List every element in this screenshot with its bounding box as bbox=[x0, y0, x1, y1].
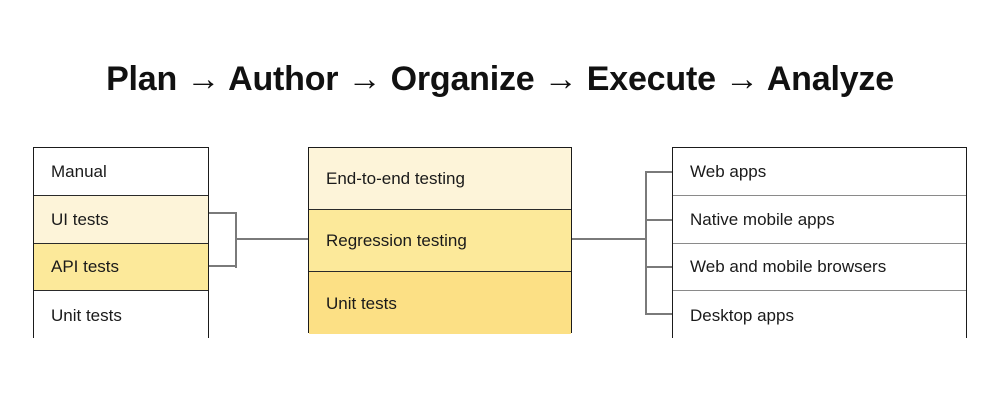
list-item[interactable]: End-to-end testing bbox=[309, 148, 571, 210]
list-item[interactable]: Unit tests bbox=[309, 272, 571, 334]
list-item[interactable]: Web apps bbox=[673, 148, 966, 196]
cell-label: Native mobile apps bbox=[690, 209, 835, 229]
cell-label: UI tests bbox=[51, 209, 109, 229]
list-item[interactable]: Unit tests bbox=[34, 291, 208, 339]
list-item[interactable]: Web and mobile browsers bbox=[673, 243, 966, 292]
connector-stub-ui-tests bbox=[209, 212, 237, 215]
cell-label: Web and mobile browsers bbox=[690, 257, 887, 277]
page-title: Plan → Author → Organize → Execute → Ana… bbox=[106, 60, 894, 98]
application-targets-stack: Web apps Native mobile apps Web and mobi… bbox=[672, 147, 967, 339]
connector-run-middle-to-right bbox=[572, 238, 647, 241]
connector-stub-api-tests bbox=[209, 265, 237, 268]
connector-stub-desktop-apps bbox=[645, 313, 673, 316]
cell-label: Regression testing bbox=[326, 231, 467, 250]
cell-label: Manual bbox=[51, 161, 107, 181]
connector-stub-web-and-mobile-browsers bbox=[645, 266, 673, 269]
test-levels-stack: End-to-end testing Regression testing Un… bbox=[308, 147, 572, 334]
cell-label: Unit tests bbox=[326, 293, 397, 313]
list-item[interactable]: Regression testing bbox=[309, 210, 571, 272]
list-item[interactable]: UI tests bbox=[34, 195, 208, 244]
cell-label: Web apps bbox=[690, 161, 767, 181]
list-item[interactable]: Desktop apps bbox=[673, 291, 966, 339]
cell-label: End-to-end testing bbox=[326, 169, 465, 188]
list-item[interactable]: Native mobile apps bbox=[673, 195, 966, 244]
list-item[interactable]: API tests bbox=[34, 243, 208, 292]
connector-stub-web-apps bbox=[645, 171, 673, 174]
connector-run-left-to-middle bbox=[235, 238, 309, 241]
test-types-stack: Manual UI tests API tests Unit tests bbox=[33, 147, 209, 339]
connector-stub-native-mobile-apps bbox=[645, 219, 673, 222]
cell-label: API tests bbox=[51, 257, 120, 277]
cell-label: Unit tests bbox=[51, 305, 122, 325]
cell-label: Desktop apps bbox=[690, 305, 794, 325]
list-item[interactable]: Manual bbox=[34, 148, 208, 196]
connector-spine-right bbox=[645, 171, 648, 315]
